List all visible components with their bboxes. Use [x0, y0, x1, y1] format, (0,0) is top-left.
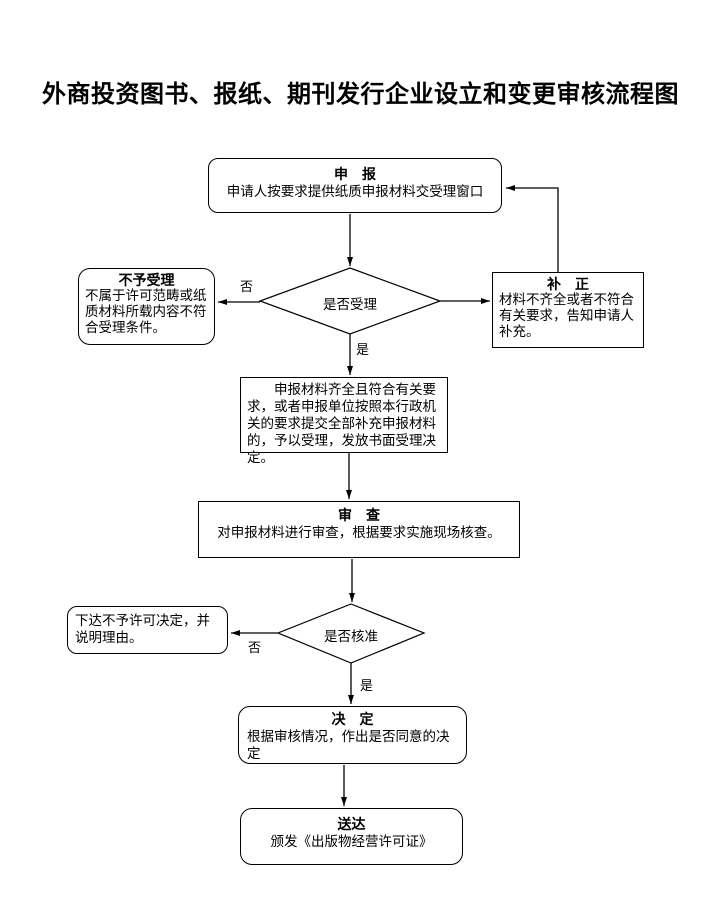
node-jueding-title: 决 定 — [331, 711, 374, 727]
node-shencha: 审 查 对申报材料进行审查，根据要求实施现场核查。 — [198, 501, 520, 558]
node-buyushouli-body: 不属于许可范畴或纸质材料所载内容不符合受理条件。 — [85, 288, 207, 335]
node-jueding: 决 定 根据审核情况，作出是否同意的决定 — [238, 706, 467, 764]
edge-label-yes-accept: 是 — [356, 342, 370, 357]
node-buzheng-body: 材料不齐全或者不符合有关要求，告知申请人补充。 — [499, 292, 634, 339]
node-shencha-title: 审 查 — [338, 507, 380, 523]
node-shenbao: 申 报 申请人按要求提供纸质申报材料交受理窗口 — [208, 158, 502, 213]
node-songda: 送达 颁发《出版物经营许可证》 — [240, 808, 463, 865]
page-title: 外商投资图书、报纸、期刊发行企业设立和变更审核流程图 — [42, 81, 679, 108]
node-songda-title: 送达 — [337, 816, 366, 832]
edge-label-no-approve: 否 — [248, 640, 262, 655]
node-shouli-jueding-body: 申报材料齐全且符合有关要求，或者申报单位按照本行政机关的要求提交全部补充申报材料… — [247, 382, 436, 465]
node-buyushouli: 不予受理 不属于许可范畴或纸质材料所载内容不符合受理条件。 — [78, 268, 215, 345]
node-xiada-body: 下达不予许可决定，并说明理由。 — [75, 613, 210, 645]
edge-label-yes-approve: 是 — [360, 678, 374, 693]
node-shencha-body: 对申报材料进行审查，根据要求实施现场核查。 — [217, 525, 501, 540]
node-xiada: 下达不予许可决定，并说明理由。 — [67, 606, 228, 654]
node-shouli-jueding: 申报材料齐全且符合有关要求，或者申报单位按照本行政机关的要求提交全部补充申报材料… — [240, 377, 448, 465]
node-songda-body: 颁发《出版物经营许可证》 — [270, 834, 433, 849]
node-shenbao-title: 申 报 — [334, 166, 376, 182]
edge-label-no-accept: 否 — [240, 279, 254, 294]
decision-approve-label: 是否核准 — [324, 629, 378, 644]
node-jueding-body: 根据审核情况，作出是否同意的决定 — [247, 729, 450, 761]
node-buzheng: 补 正 材料不齐全或者不符合有关要求，告知申请人补充。 — [492, 272, 644, 348]
node-buzheng-title: 补 正 — [547, 276, 589, 292]
arrow-buzheng-to-shenbao — [506, 185, 559, 272]
node-shenbao-body: 申请人按要求提供纸质申报材料交受理窗口 — [226, 184, 484, 199]
decision-accept-label: 是否受理 — [323, 297, 377, 312]
node-buyushouli-title: 不予受理 — [118, 272, 175, 288]
